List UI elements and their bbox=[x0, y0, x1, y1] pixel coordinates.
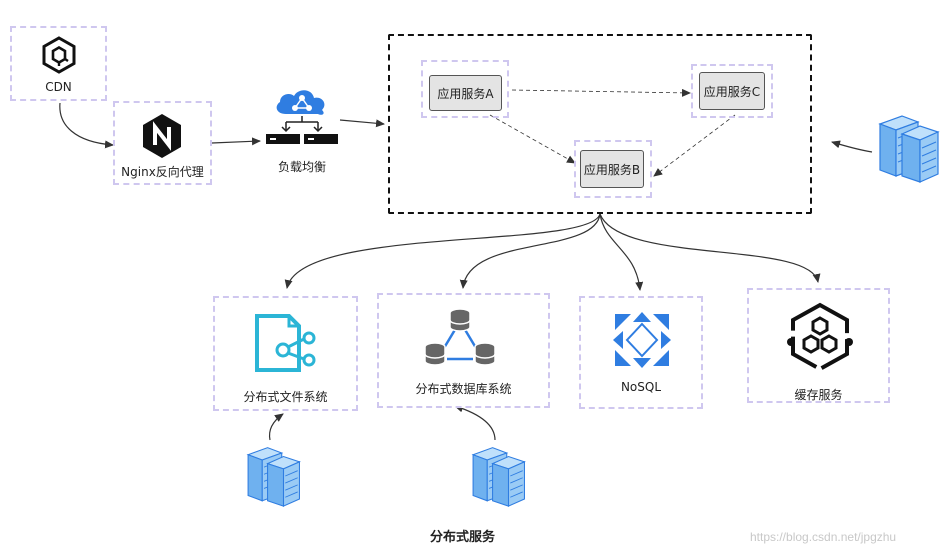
cdn-node[interactable]: CDN bbox=[10, 26, 107, 101]
cdn-icon bbox=[42, 36, 76, 74]
nginx-label: Nginx反向代理 bbox=[121, 165, 204, 179]
diagram-caption: 分布式服务 bbox=[430, 530, 496, 545]
dfs-node[interactable]: 分布式文件系统 bbox=[213, 296, 358, 411]
cache-hexagon-icon bbox=[787, 302, 853, 372]
nginx-icon bbox=[143, 114, 181, 158]
nosql-label: NoSQL bbox=[620, 380, 662, 394]
edge-cluster-ddb bbox=[459, 213, 601, 289]
edge-cluster-cache bbox=[599, 213, 821, 283]
dfs-label: 分布式文件系统 bbox=[243, 390, 328, 404]
nosql-node[interactable]: NoSQL bbox=[579, 296, 703, 409]
edge-a-c bbox=[511, 88, 691, 97]
load-balancer-label: 负载均衡 bbox=[277, 160, 326, 174]
edge-c-b bbox=[653, 114, 736, 177]
edge-a-b bbox=[489, 114, 576, 164]
cdn-label: CDN bbox=[45, 80, 72, 94]
ddb-label: 分布式数据库系统 bbox=[415, 382, 512, 396]
edge-cluster-dfs bbox=[284, 213, 601, 289]
ddb-node[interactable]: 分布式数据库系统 bbox=[377, 293, 550, 408]
service-c-node[interactable]: 应用服务C bbox=[699, 72, 765, 110]
edge-lb-cluster bbox=[339, 119, 385, 128]
server-rack-icon bbox=[878, 115, 940, 183]
edge-cluster-nosql bbox=[599, 213, 644, 291]
server-rack-icon bbox=[246, 447, 301, 507]
edge-nginx-lb bbox=[211, 137, 261, 146]
nginx-node[interactable]: Nginx反向代理 bbox=[113, 101, 212, 185]
service-a-frame bbox=[421, 60, 509, 118]
app-service-cluster bbox=[388, 34, 812, 214]
service-a-node[interactable]: 应用服务A bbox=[429, 75, 502, 111]
edge-cdn-nginx bbox=[59, 102, 114, 149]
watermark: https://blog.csdn.net/jpgzhu bbox=[750, 530, 897, 544]
file-share-icon bbox=[255, 314, 316, 372]
edge-server-dfs bbox=[268, 413, 284, 441]
edge-server-ddb bbox=[454, 404, 496, 441]
server-rack-icon bbox=[471, 447, 526, 507]
service-c-frame bbox=[691, 64, 773, 118]
cache-node[interactable]: 缓存服务 bbox=[747, 288, 890, 403]
load-balancer-icon bbox=[266, 90, 338, 144]
service-b-node[interactable]: 应用服务B bbox=[580, 150, 644, 188]
edge-server-cluster bbox=[831, 140, 873, 153]
cache-label: 缓存服务 bbox=[794, 388, 843, 402]
database-cluster-icon bbox=[424, 308, 496, 366]
nosql-icon bbox=[613, 312, 671, 368]
service-b-frame bbox=[574, 140, 652, 198]
